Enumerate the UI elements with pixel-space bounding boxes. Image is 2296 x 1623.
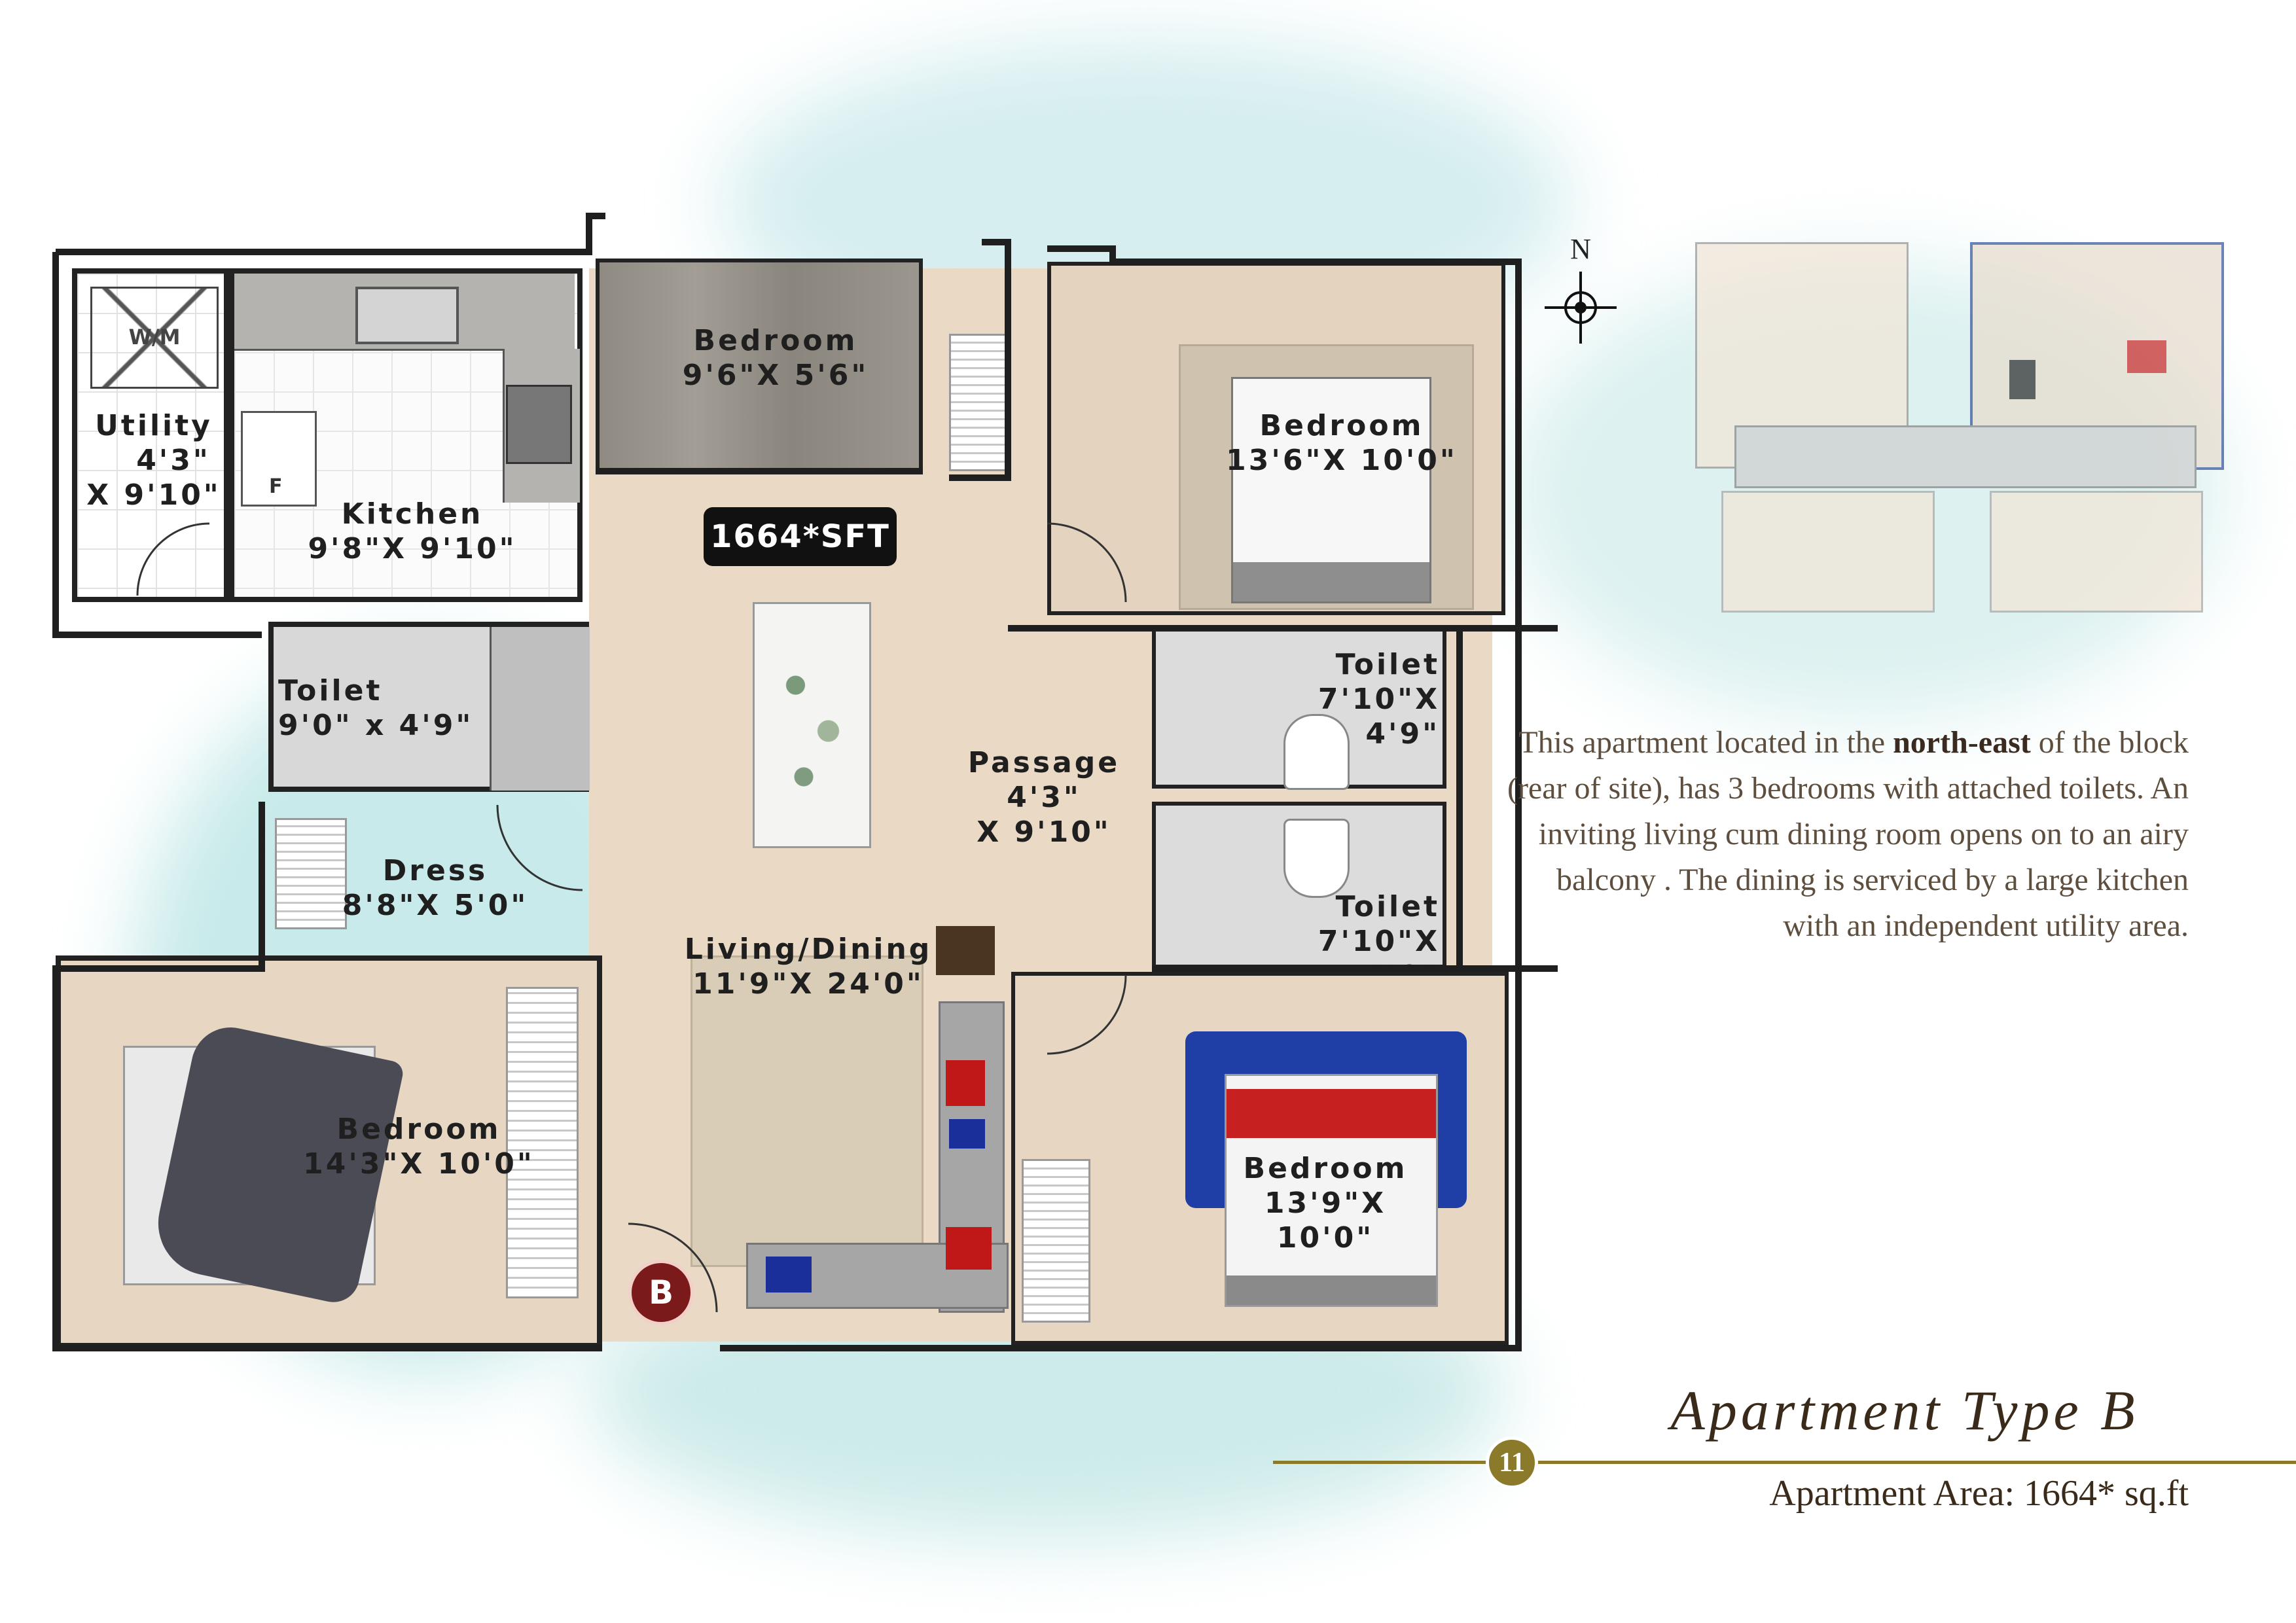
description-part2: of the block (rear of site), has 3 bedro…	[1507, 725, 2189, 943]
bedroom-se-room	[1011, 972, 1509, 1345]
bed-ne	[1231, 377, 1431, 603]
description-bold: north-east	[1893, 725, 2031, 760]
key-plan	[1682, 229, 2245, 622]
living-rug	[691, 955, 924, 1267]
dress-dim: 8'8"X 5'0"	[342, 888, 529, 922]
toilet-e1-dim: 7'10"X 4'9"	[1318, 682, 1440, 751]
door-swings	[136, 522, 1127, 1313]
page-number: 11	[1486, 1436, 1538, 1489]
toilet-w-room	[268, 622, 590, 792]
toilet-e1-label: Toilet 7'10"X 4'9"	[1237, 648, 1440, 751]
bedroom-ne-dim: 13'6"X 10'0"	[1226, 443, 1458, 477]
dress-label: Dress 8'8"X 5'0"	[340, 854, 530, 923]
bedroom-ne-name: Bedroom	[1259, 409, 1424, 442]
washing-machine-label: W/M	[128, 325, 181, 349]
bedroom-balcony-label: Bedroom 9'6"X 5'6"	[655, 324, 897, 393]
bedroom-sw-label: Bedroom 14'3"X 10'0"	[301, 1113, 537, 1182]
bedroom-ne-label: Bedroom 13'6"X 10'0"	[1217, 409, 1466, 478]
dining-table	[753, 602, 871, 848]
dining-centerpiece	[771, 630, 853, 813]
wardrobe-sw	[506, 987, 579, 1298]
passage-label: Passage 4'3" X 9'10"	[959, 746, 1129, 849]
utility-dim1: 4'3"	[136, 443, 211, 477]
living-dim: 11'9"X 24'0"	[692, 967, 924, 1001]
entry-marker: B	[628, 1260, 694, 1325]
bed-se	[1225, 1074, 1438, 1307]
passage-dim2: X 9'10"	[977, 815, 1111, 849]
utility-room: W/M	[72, 268, 229, 602]
toilet-e2-room	[1152, 802, 1446, 969]
kitchen-name: Kitchen	[341, 497, 484, 531]
bedroom-se-dim: 13'9"X 10'0"	[1264, 1186, 1387, 1255]
toilet-w-dim: 9'0" x 4'9"	[278, 708, 474, 742]
sofa	[746, 1001, 1009, 1313]
toilet-e1-wc	[1283, 714, 1350, 790]
floor-plan: W/M Utility 4'3" X 9'10" F Kitchen 9'8"X…	[52, 213, 1617, 1351]
fridge: F	[241, 411, 317, 507]
cushion-blue-1	[949, 1119, 985, 1149]
cushion-blue-2	[766, 1257, 812, 1293]
toilet-e2-wc	[1283, 819, 1350, 898]
compass-north-label: N	[1570, 233, 1591, 265]
living-label: Living/Dining 11'9"X 24'0"	[681, 933, 936, 1002]
bedroom-se-name: Bedroom	[1243, 1152, 1408, 1185]
toilet-w-label: Toilet 9'0" x 4'9"	[278, 674, 475, 743]
living-name: Living/Dining	[684, 933, 933, 966]
passage-dim1: 4'3"	[1007, 780, 1081, 814]
utility-label: Utility 4'3" X 9'10"	[79, 409, 229, 512]
bed-ne-headboard	[1233, 562, 1429, 601]
stair-se	[1022, 1159, 1090, 1323]
compass: N	[1545, 232, 1617, 350]
bedroom-ne-room	[1047, 262, 1505, 615]
walls	[52, 213, 1558, 1351]
bedroom-balcony-name: Bedroom	[693, 324, 858, 357]
utility-name: Utility	[95, 409, 213, 442]
bedroom-sw-name: Bedroom	[336, 1113, 501, 1146]
stair-dress	[275, 818, 347, 929]
divider-line	[1273, 1461, 2296, 1464]
cushion-red-1	[946, 1060, 985, 1106]
bed-se-cover	[1227, 1089, 1436, 1138]
bedroom-balcony-dim: 9'6"X 5'6"	[682, 358, 869, 392]
side-table	[936, 926, 995, 975]
kitchen-label: Kitchen 9'8"X 9'10"	[281, 497, 543, 567]
bedroom-sw-room	[56, 955, 602, 1348]
toilet-e1-name: Toilet	[1335, 648, 1440, 681]
cushion-red-2	[946, 1227, 992, 1270]
bedroom-sw-dim: 14'3"X 10'0"	[303, 1147, 535, 1181]
fridge-label: F	[269, 475, 283, 498]
utility-dim2: X 9'10"	[86, 478, 221, 512]
apartment-area: Apartment Area: 1664* sq.ft	[1769, 1473, 2189, 1514]
kitchen-room: F	[229, 268, 583, 602]
toilet-w-shower	[490, 627, 590, 791]
kitchen-dim: 9'8"X 9'10"	[308, 531, 517, 565]
stair-top	[949, 334, 1008, 471]
apartment-description: This apartment located in the north-east…	[1501, 720, 2189, 949]
area-badge: 1664*SFT	[704, 507, 897, 566]
toilet-w-name: Toilet	[278, 674, 383, 707]
bed-se-foot	[1227, 1275, 1436, 1305]
description-part1: This apartment located in the	[1518, 725, 1893, 760]
washing-machine: W/M	[90, 287, 219, 389]
dress-name: Dress	[382, 854, 488, 887]
toilet-e2-name: Toilet	[1335, 890, 1440, 923]
bedroom-se-label: Bedroom 13'9"X 10'0"	[1211, 1152, 1440, 1255]
stove	[506, 385, 572, 464]
passage-name: Passage	[967, 746, 1121, 779]
apartment-title: Apartment Type B	[1670, 1379, 2139, 1442]
sink	[355, 287, 459, 344]
